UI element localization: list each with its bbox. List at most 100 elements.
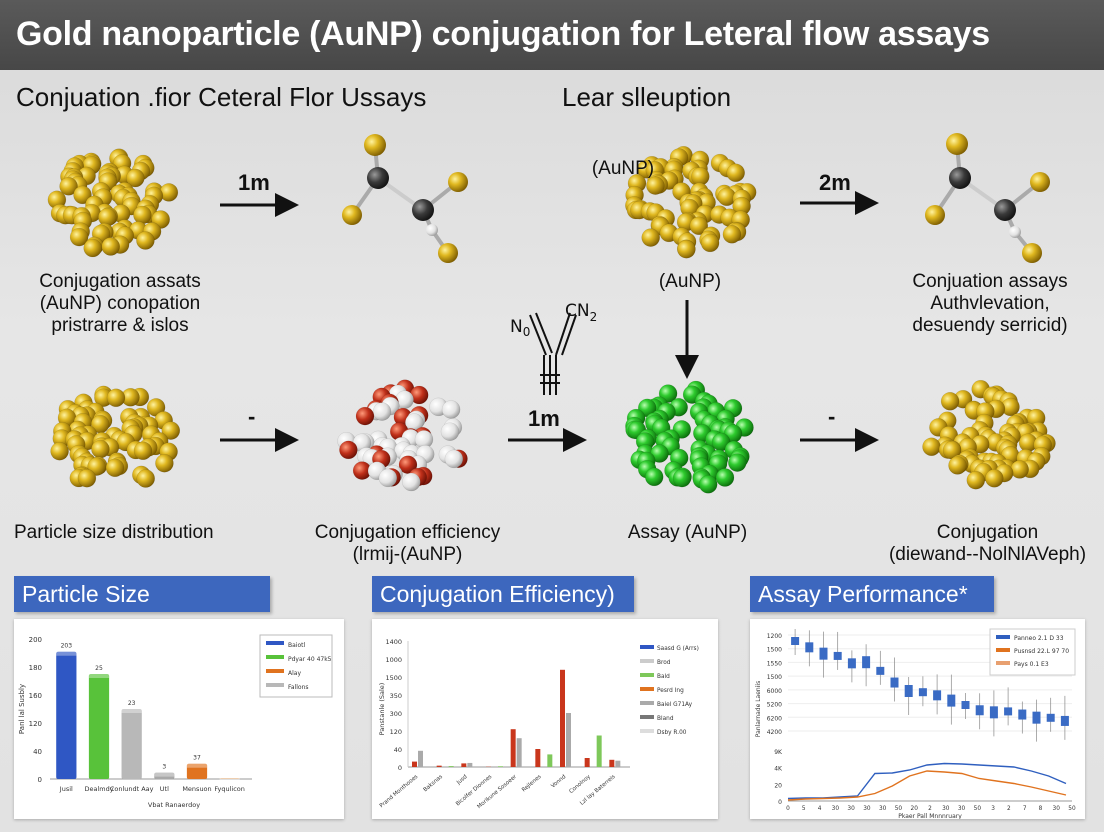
- bar: [566, 713, 571, 767]
- section-heading-left: Conjuation .fior Ceteral Flor Ussays: [16, 82, 427, 112]
- legend-swatch: [996, 661, 1010, 665]
- arrow-label: -: [248, 404, 256, 429]
- y-tick-label: 1400: [385, 638, 402, 646]
- reaction-diagram: N0 CN2: [47, 133, 1056, 494]
- y-tick-label: 1500: [385, 674, 402, 682]
- panel-heading-conjugation-efficiency: Conjugation Efficiency): [372, 576, 634, 612]
- bar: [448, 766, 454, 767]
- y-tick-label: 4K: [774, 766, 783, 773]
- arrow-label: 1m: [528, 406, 560, 431]
- legend-label: Pusnsd 22.L 97 70: [1014, 648, 1069, 655]
- y-tick-label: 0: [778, 799, 782, 806]
- box: [862, 656, 871, 669]
- y-tick-label: 300: [390, 710, 402, 718]
- y-tick-label: 1500: [767, 647, 782, 654]
- x-tick-label: Baksnas: [423, 774, 445, 793]
- y-tick-label: 1200: [767, 633, 782, 640]
- bar-value-label: 203: [61, 643, 73, 650]
- box: [989, 706, 998, 719]
- legend-label: Pdyar 40 47k5: [288, 656, 332, 663]
- legend-swatch: [266, 655, 284, 659]
- x-tick-label: 20: [911, 806, 919, 812]
- box: [947, 694, 956, 707]
- gold-cluster-icon: [625, 145, 757, 259]
- page-title: Gold nanoparticle (AuNP) conjugation for…: [0, 0, 1104, 70]
- x-axis-label: Vbat Ranaerdoy: [148, 801, 200, 809]
- box: [1046, 713, 1055, 722]
- x-tick-label: 7: [1023, 806, 1027, 812]
- box: [1060, 715, 1069, 726]
- antibody-structure-icon: [529, 312, 577, 395]
- x-tick-label: 30: [879, 806, 887, 812]
- bar: [56, 651, 77, 779]
- bar: [609, 759, 615, 767]
- arrow-label: 2m: [819, 170, 851, 195]
- legend-label: Bland: [657, 716, 674, 722]
- panel-heading-assay-performance: Assay Performance*: [750, 576, 994, 612]
- bar: [154, 772, 175, 779]
- bar: [516, 738, 522, 767]
- x-tick-label: 5: [802, 806, 806, 812]
- x-tick-label: Dealmdy: [84, 785, 113, 793]
- x-tick-label: 30: [863, 806, 871, 812]
- x-tick-label: 50: [1068, 806, 1076, 812]
- x-tick-label: 50: [974, 806, 982, 812]
- y-tick-label: 4200: [767, 729, 782, 736]
- x-axis-label: Pkaer Pall Mnnnruary: [898, 813, 962, 819]
- legend-label: Saasd G (Arrs): [657, 646, 699, 652]
- legend-label: Alay: [288, 670, 301, 677]
- box: [975, 705, 984, 716]
- protein-cluster-icon: [337, 379, 468, 492]
- box: [805, 642, 814, 653]
- label-assay-aunp: Assay (AuNP): [627, 522, 748, 543]
- y-tick-label: 9K: [774, 749, 783, 756]
- x-tick-label: Prand Monthooes: [379, 774, 420, 809]
- y-tick-label: 40: [33, 748, 42, 756]
- label-aunp-top: (AuNP): [591, 158, 655, 179]
- arrow-label: -: [828, 404, 836, 429]
- y-tick-label: 350: [390, 692, 402, 700]
- y-tick-label: 5200: [767, 702, 782, 709]
- legend-label: Panneo 2.1 D 33: [1014, 635, 1064, 642]
- ligand-molecule-icon: [342, 134, 468, 263]
- legend-swatch: [640, 715, 654, 719]
- x-tick-label: 30: [847, 806, 855, 812]
- molecule-label-left: N0: [510, 317, 530, 339]
- y-tick-label: 120: [29, 720, 42, 728]
- label-conjugation-efficiency: Conjugation efficiency(lrmij-(AuNP): [314, 522, 501, 565]
- y-tick-label: 6000: [767, 688, 782, 695]
- y-axis-label: Panlarnade Laeniis: [755, 681, 762, 737]
- box: [961, 701, 970, 709]
- x-tick-label: Conolnoy: [568, 773, 592, 795]
- legend-swatch: [640, 687, 654, 691]
- box: [890, 677, 899, 688]
- bar: [186, 763, 208, 779]
- bar: [461, 763, 467, 767]
- arrow-label: 1m: [238, 170, 270, 195]
- legend-label: Baiotl: [288, 642, 305, 649]
- y-tick-label: 40: [394, 746, 402, 754]
- bar: [436, 765, 442, 767]
- y-tick-label: 160: [29, 692, 42, 700]
- x-tick-label: 4: [818, 806, 822, 812]
- legend-swatch: [640, 673, 654, 677]
- box: [904, 685, 913, 697]
- x-tick-label: 2: [1007, 806, 1011, 812]
- bar: [510, 729, 516, 767]
- bar-value-label: 37: [193, 755, 201, 762]
- legend-swatch: [266, 641, 284, 645]
- x-tick-label: Jusd: [455, 774, 468, 787]
- bar: [88, 674, 110, 779]
- legend-swatch: [640, 729, 654, 733]
- series-line: [787, 762, 1067, 800]
- x-tick-label: 3: [991, 806, 995, 812]
- legend-swatch: [266, 683, 284, 687]
- y-tick-label: 1000: [385, 656, 402, 664]
- bar: [547, 754, 553, 767]
- box: [1032, 711, 1041, 724]
- panel-heading-particle-size: Particle Size: [14, 576, 270, 612]
- x-tick-label: 30: [958, 806, 966, 812]
